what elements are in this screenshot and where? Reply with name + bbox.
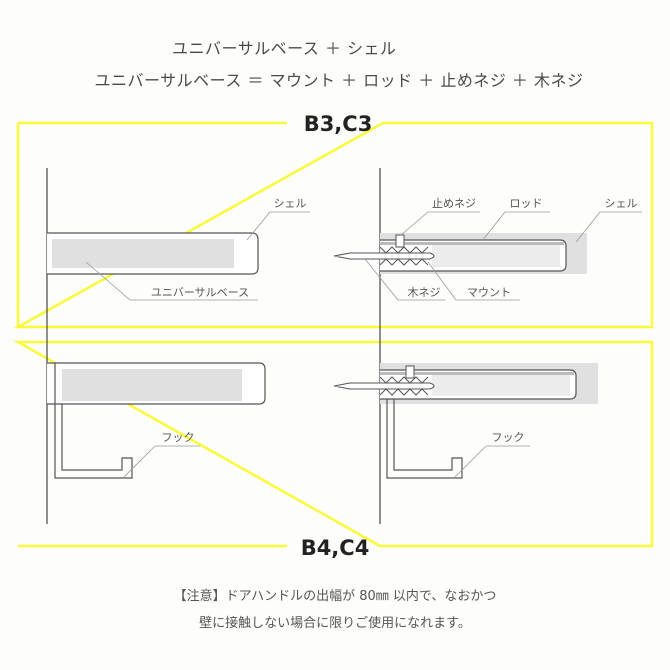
universal-base-top-left — [47, 232, 259, 275]
label-rod: ロッド — [510, 197, 543, 210]
leader-rod — [481, 211, 506, 242]
note-line-2: 壁に接触しない場合に限りご使用になれます。 — [199, 616, 471, 631]
threads-bottom — [379, 376, 429, 396]
set-screw-bottom — [405, 365, 415, 379]
leader-mount — [427, 261, 457, 301]
leader-universal-base — [85, 261, 131, 301]
leader-shell-right — [575, 211, 601, 243]
label-shell-left: シェル — [274, 197, 307, 210]
section-label-b3c3: B3,C3 — [304, 112, 373, 136]
label-universal-base: ユニバーサルベース — [151, 286, 249, 299]
label-hook-right: フック — [492, 431, 525, 444]
leader-wood-screw — [364, 258, 399, 301]
title-line-2: ユニバーサルベース ＝ マウント ＋ ロッド ＋ 止めネジ ＋ 木ネジ — [94, 71, 584, 90]
wood-screw-bottom — [333, 382, 435, 390]
section-label-b4c4: B4,C4 — [301, 536, 370, 560]
label-set-screw: 止めネジ — [432, 197, 476, 210]
threads-top — [379, 246, 429, 266]
wood-screw-top — [333, 252, 435, 260]
mount-assembly-top-right — [333, 233, 587, 274]
label-shell-right: シェル — [605, 197, 638, 210]
leader-hook-right — [454, 445, 487, 478]
section-frame-b4c4 — [13, 340, 654, 548]
leader-set-screw — [400, 211, 429, 236]
leader-shell-left — [246, 211, 271, 241]
title-line-1: ユニバーサルベース ＋ シェル — [172, 39, 397, 58]
label-mount: マウント — [467, 286, 511, 299]
set-screw-top — [395, 234, 405, 248]
section-frame-b3c3 — [13, 121, 654, 329]
hook-assembly-bottom-right — [333, 363, 598, 479]
leader-hook-left — [123, 445, 156, 478]
label-hook-left: フック — [162, 431, 195, 444]
note-line-1: 【注意】ドアハンドルの出幅が 80㎜ 以内で、なおかつ — [173, 589, 497, 604]
hook-assembly-bottom-left — [47, 362, 266, 479]
label-wood-screw: 木ネジ — [408, 286, 441, 299]
